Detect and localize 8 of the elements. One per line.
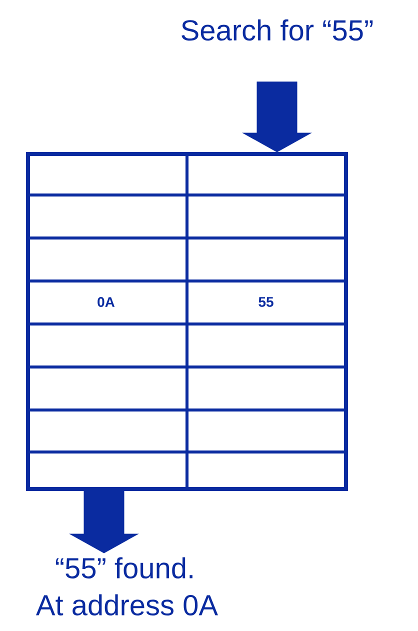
memory-table <box>26 152 348 491</box>
text-label: Search for “55” <box>182 19 373 41</box>
block-arrow <box>242 82 312 152</box>
text-label: “55” found. <box>56 557 192 578</box>
cell-text: 0A <box>98 297 115 307</box>
cell-text: 55 <box>258 297 274 307</box>
block-arrow <box>70 490 138 554</box>
text-label: At address 0A <box>36 594 218 616</box>
